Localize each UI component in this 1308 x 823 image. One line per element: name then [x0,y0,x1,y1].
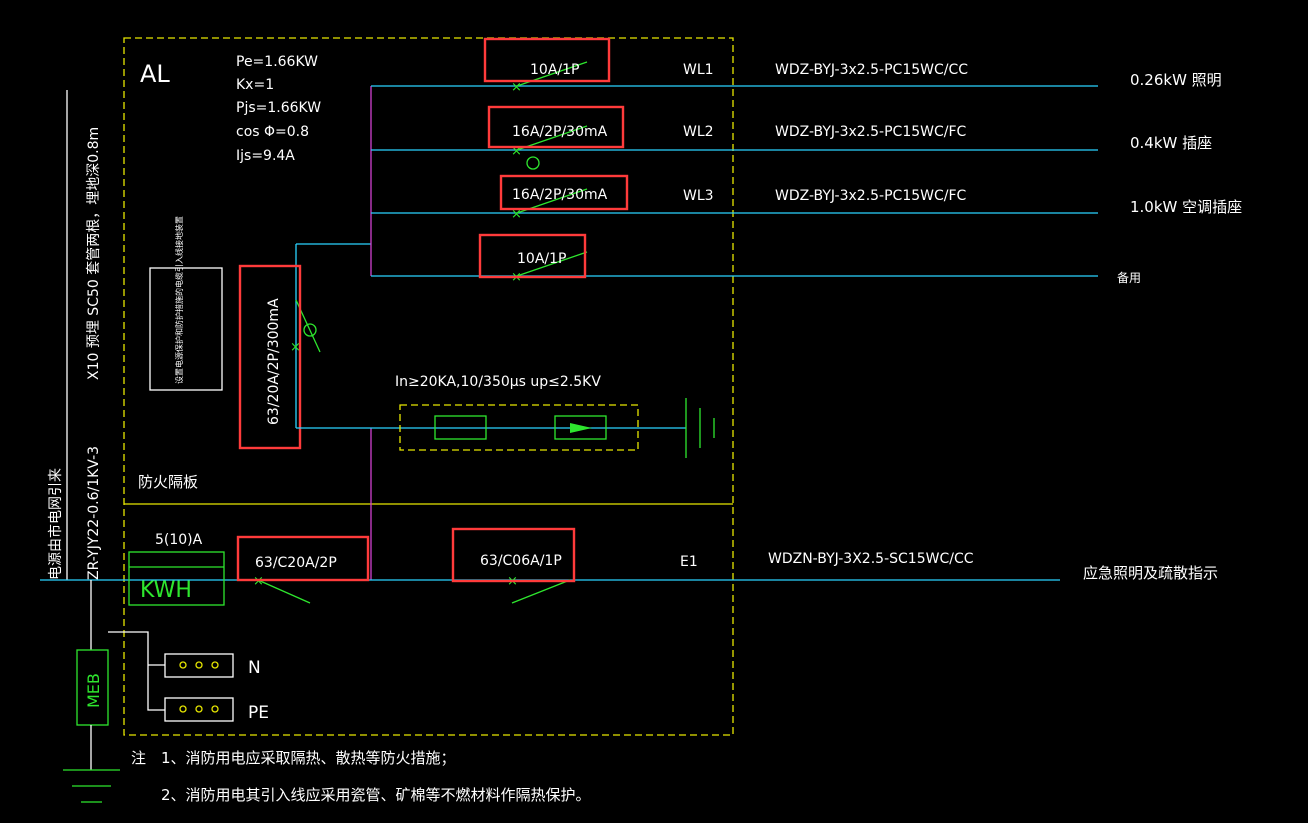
meter-rating: 5(10)A [155,532,203,548]
n-terminal-2 [195,661,203,669]
circuit-wl3-id: WL3 [683,188,714,204]
circuit-wl2-breaker-highlight [487,105,625,149]
kwh-meter [128,551,225,606]
incoming-source: 电源由市电网引来 [47,468,64,580]
emergency-main-breaker: 63/C20A/2P [255,555,337,571]
circuit-spare-blade [516,251,588,277]
circuit-wl2-x: × [511,144,522,159]
emergency-breaker: 63/C06A/1P [480,553,562,569]
emergency-breaker-highlight [451,527,576,583]
circuit-wl2-load: 0.4kW 插座 [1130,134,1212,152]
pe-terminal-3 [211,705,219,713]
emergency-cable: WDZN-BYJ-3X2.5-SC15WC/CC [768,551,974,567]
circuit-wl3-load: 1.0kW 空调插座 [1130,198,1242,216]
meb-box [76,649,109,726]
circuit-wl3-x: × [511,207,522,222]
emergency-id: E1 [680,554,698,570]
notes-line-2: 2、消防用电其引入线应采用瓷管、矿棉等不燃材料作隔热保护。 [161,786,591,804]
panel-param-kx: Kx=1 [236,77,274,93]
n-busbar [164,653,234,678]
panel-param-pjs: Pjs=1.66KW [236,100,321,116]
circuit-wl2-rcd-icon [526,156,540,170]
main-breaker-label: 63/20A/2P/300mA [266,298,282,425]
emergency-main-breaker-highlight [236,535,370,582]
legend-box-text: 设置电源保护和防护措施的电缆引入线接地装置 [174,216,184,384]
circuit-wl1-id: WL1 [683,62,714,78]
n-terminal-3 [211,661,219,669]
circuit-wl1-load: 0.26kW 照明 [1130,71,1222,89]
notes-line-1: 1、消防用电应采取隔热、散热等防火措施； [161,749,456,767]
circuit-wl3-breaker-highlight [499,174,629,211]
circuit-wl1-breaker: 10A/1P [530,62,579,78]
kwh-meter-label: KWH [140,578,192,603]
spd-spec: In≥20KA,10/350μs up≤2.5KV [395,374,601,390]
panel-param-cos: cos Φ=0.8 [236,124,309,140]
pe-terminal-2 [195,705,203,713]
circuit-spare-load: 备用 [1117,271,1141,285]
incoming-cable: ZR-YJY22-0.6/1KV-3 [86,446,102,580]
pe-busbar-label: PE [248,703,269,723]
panel-param-pe: Pe=1.66KW [236,54,318,70]
main-breaker-rcd-icon [303,323,317,337]
pe-busbar [164,697,234,722]
circuit-wl2-breaker: 16A/2P/30mA [512,124,608,140]
emergency-main-blade [257,579,311,604]
circuit-wl1-breaker-highlight [483,37,611,83]
spd-fuse-icon [434,415,487,440]
emergency-load: 应急照明及疏散指示 [1083,564,1218,582]
circuit-wl3-cable: WDZ-BYJ-3x2.5-PC15WC/FC [775,188,967,204]
spd-frame [399,404,639,451]
meb-bus [108,631,165,711]
firewall-label: 防火隔板 [138,473,198,491]
spd-arrester-icon [554,415,607,440]
legend-box [149,267,223,391]
panel-name: AL [140,60,170,88]
incoming-conduit: X10 预埋 SC50 套管两根，埋地深0.8m [86,127,102,380]
panel-frame [123,37,734,736]
circuit-wl3-breaker: 16A/2P/30mA [512,187,608,203]
circuit-spare-breaker: 10A/1P [517,251,566,267]
n-terminal-1 [179,661,187,669]
main-breaker-highlight [238,264,302,450]
circuit-wl2-cable: WDZ-BYJ-3x2.5-PC15WC/FC [775,124,967,140]
spd-arrow-icon [570,423,592,433]
n-busbar-label: N [248,658,261,678]
meb-label: MEB [84,673,103,708]
emergency-main-x: × [253,574,264,589]
circuit-wl1-x: × [511,80,522,95]
pe-terminal-1 [179,705,187,713]
circuit-spare-breaker-highlight [478,233,587,279]
notes-prefix: 注 [131,749,146,767]
panel-param-ijs: Ijs=9.4A [236,148,295,164]
circuit-wl2-id: WL2 [683,124,714,140]
circuit-wl1-cable: WDZ-BYJ-3x2.5-PC15WC/CC [775,62,968,78]
emergency-breaker-blade [511,579,571,604]
main-breaker-x: × [290,340,301,355]
